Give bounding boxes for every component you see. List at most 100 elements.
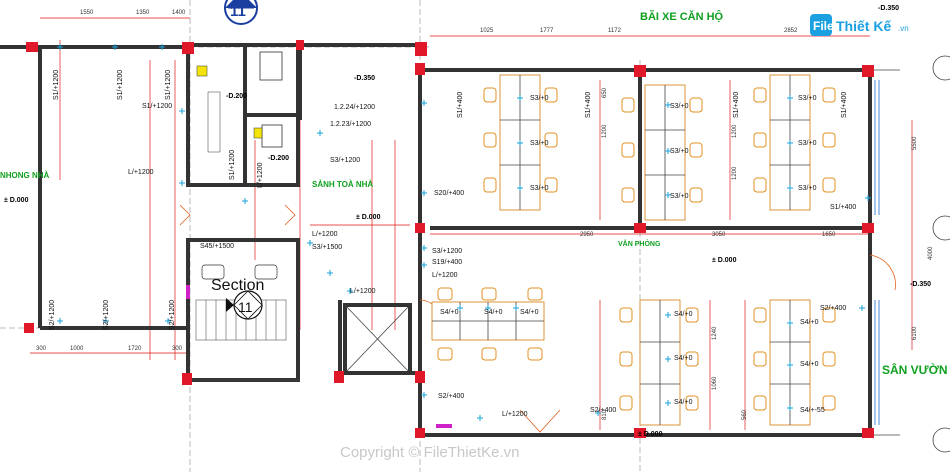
level-d200-b: -D.200 (268, 155, 289, 162)
desk-tag-s4: S4/+0 (484, 309, 503, 316)
section-marker-top (224, 0, 258, 25)
tag-s2-400-b: S2/+400 (590, 407, 616, 414)
room-label-garden: SÂN VƯỜN (882, 362, 948, 377)
level-d200-a: -D.200 (226, 93, 247, 100)
tag-s19-400: S19/+400 (432, 259, 462, 266)
tag-s1-1200-a: S1/+1200 (53, 70, 60, 100)
dim-right-2: 4000 (928, 246, 934, 260)
dim-desk-7: 1240 (712, 326, 718, 340)
tag-s1-400-c: S1/+400 (733, 92, 740, 118)
section-top-number: 11 (230, 3, 246, 20)
tag-l-1200-b: L/+1200 (257, 162, 264, 188)
desk-tag-s3: S3/+0 (670, 193, 689, 200)
walls (0, 43, 900, 437)
dim-right-3: 6100 (912, 326, 918, 340)
dim-left-bottom-3: 1720 (128, 346, 142, 352)
desk-tag-s3: S3/+0 (530, 140, 549, 147)
tag-s1-400-a: S1/+400 (457, 92, 464, 118)
dim-top-right-3: 1172 (608, 28, 622, 34)
desk-tag-s4: S4/+0 (800, 319, 819, 326)
desk-tag-s4: S4/+0 (800, 361, 819, 368)
room-label-hall: SẢNH TOÀ NHÀ (312, 180, 373, 189)
tag-s2-1200-c: S2/+1200 (169, 300, 176, 330)
desk-tags: S3/+0 S3/+0 S3/+0 S3/+0 S3/+0 S3/+0 S3/+… (440, 95, 825, 414)
desk-tag-s3: S3/+0 (798, 185, 817, 192)
level-d000-left: ± D.000 (4, 197, 29, 204)
toilet-fixtures (196, 51, 283, 280)
tag-s3-1500: S3/+1500 (312, 244, 342, 251)
brand-name-prefix: File (813, 19, 834, 33)
dim-top-right-2: 1777 (540, 28, 554, 34)
dim-top-right-4: 2852 (784, 28, 798, 34)
tag-s1-400-e: S1/+400 (830, 204, 856, 211)
level-d350-mid: -D.350 (910, 281, 931, 288)
desk-tag-s4: S4/+0 (440, 309, 459, 316)
level-d000-office: ± D.000 (712, 257, 737, 264)
dim-top-right-1: 1025 (480, 28, 494, 34)
dim-top-left-1: 1550 (80, 10, 94, 16)
outlet-symbols (57, 44, 871, 421)
dim-desk-1: 650 (602, 87, 608, 98)
desk-tag-s3: S3/+0 (670, 148, 689, 155)
section-title: Section (211, 277, 264, 294)
tag-s1-1200-d: S1/+1200 (142, 103, 172, 110)
tag-s1-400-d: S1/+400 (841, 92, 848, 118)
dim-mid-1: 2950 (580, 232, 594, 238)
magenta-markers (186, 285, 452, 428)
tag-s3-1200-b: S3/+1200 (432, 248, 462, 255)
dim-mid-3: 1650 (822, 232, 836, 238)
dim-top-left-3: 1400 (172, 10, 186, 16)
desk-tag-s3: S3/+0 (530, 95, 549, 102)
dim-right-1: 5500 (912, 136, 918, 150)
tag-s2-400-c: S2/+400 (820, 305, 846, 312)
tag-1223: 1.2.23/+1200 (330, 121, 371, 128)
tag-s1-1200-e: S1/+1200 (229, 150, 236, 180)
dim-left-bottom-1: 300 (36, 346, 47, 352)
copyright-watermark: Copyright © FileThietKe.vn (340, 444, 519, 461)
dim-desk-4: 1200 (732, 166, 738, 180)
brand-name-suffix: Thiết Kế (836, 18, 891, 34)
dim-left-bottom-4: 300 (172, 346, 183, 352)
desk-tag-s4-55: S4/+-55 (800, 407, 825, 414)
room-label-office: VĂN PHÒNG (618, 239, 661, 248)
tag-1224: 1.2.24/+1200 (334, 104, 375, 111)
tag-s20-400: S20/+400 (434, 190, 464, 197)
room-label-left: NHONG NHÀ (0, 171, 50, 180)
brand-logo: File Thiết Kế .vn (810, 14, 909, 36)
tag-s3-1200-a: S3/+1200 (330, 157, 360, 164)
room-label-parking: BÃI XE CĂN HỘ (640, 10, 724, 23)
dimension-lines (30, 17, 913, 430)
desk-tag-s4: S4/+0 (674, 355, 693, 362)
dim-top-left-2: 1350 (136, 10, 150, 16)
desk-tag-s3: S3/+0 (798, 95, 817, 102)
tag-l-1200-c: L/+1200 (312, 231, 338, 238)
chairs-upper (483, 87, 836, 203)
dim-mid-2: 3050 (712, 232, 726, 238)
desk-tag-s4: S4/+0 (674, 399, 693, 406)
level-d350-right: -D.350 (878, 5, 899, 12)
dim-left-bottom-2: 1000 (70, 346, 84, 352)
tag-l-1200-d: L/+1200 (432, 272, 458, 279)
columns (24, 40, 874, 438)
site-trees (932, 55, 950, 453)
tag-l-1200-f: L/+1200 (502, 411, 528, 418)
desk-tag-s4: S4/+0 (520, 309, 539, 316)
tag-s2-1200-a: S2/+1200 (49, 300, 56, 330)
desk-tag-s3: S3/+0 (670, 103, 689, 110)
desk-tag-s3: S3/+0 (798, 140, 817, 147)
section-number: 11 (238, 299, 253, 315)
tag-s45-1500: S45/+1500 (200, 243, 234, 250)
desk-tag-s3: S3/+0 (530, 185, 549, 192)
level-d000-hall: ± D.000 (356, 214, 381, 221)
dim-desk-5: 810 (602, 409, 608, 420)
tag-s1-1200-c: S1/+1200 (165, 70, 172, 100)
tag-l-1200-e: L/+1200 (350, 288, 376, 295)
brand-domain: .vn (898, 24, 909, 33)
tag-l-1200-a: L/+1200 (128, 169, 154, 176)
dim-desk-2: 1200 (602, 124, 608, 138)
dimension-texts: 1550 1350 1400 1025 1777 1172 2852 2950 … (36, 10, 934, 420)
tag-s1-400-b: S1/+400 (585, 92, 592, 118)
tag-s1-1200-b: S1/+1200 (117, 70, 124, 100)
tag-s2-1200-b: S2/+1200 (103, 300, 110, 330)
